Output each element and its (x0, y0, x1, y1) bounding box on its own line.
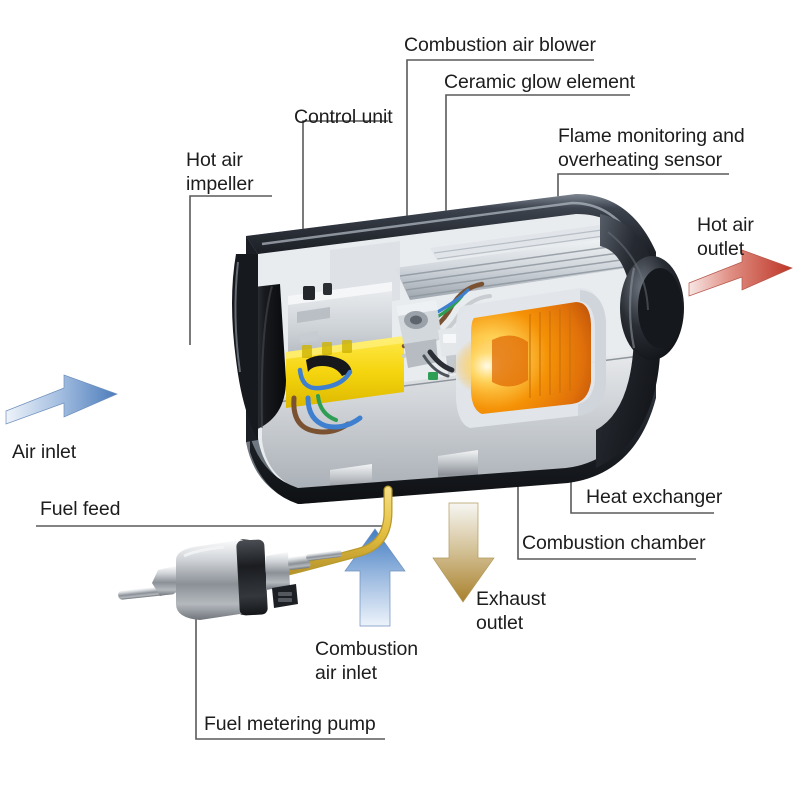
label-flame-sensor-line1: Flame monitoring and (558, 125, 745, 147)
label-exhaust-outlet-line1: Exhaust (476, 588, 546, 610)
label-exhaust-outlet-line2: outlet (476, 612, 524, 634)
label-heat-exchanger: Heat exchanger (586, 486, 723, 508)
label-combustion-chamber: Combustion chamber (522, 532, 706, 554)
label-hot-air-impeller-line1: Hot air (186, 149, 243, 171)
combustion-air-blower-component (396, 300, 442, 368)
label-ceramic-glow-element: Ceramic glow element (444, 71, 635, 93)
hot-air-outlet-arrow (688, 249, 793, 297)
leader-fuel-metering-pump (195, 572, 385, 740)
combustion-chamber-component (453, 288, 606, 428)
hot-air-impeller-component (250, 284, 286, 444)
label-hot-air-outlet-line2: outlet (697, 238, 745, 260)
exhaust-outlet-arrow (432, 502, 495, 603)
fuel-line (263, 485, 393, 581)
label-fuel-feed: Fuel feed (40, 498, 121, 520)
fuel-metering-pump-component (118, 539, 343, 620)
label-air-inlet: Air inlet (12, 441, 77, 463)
label-hot-air-impeller-line2: impeller (186, 173, 254, 195)
label-fuel-metering-pump: Fuel metering pump (204, 713, 376, 735)
label-combustion-air-inlet-line2: air inlet (315, 662, 377, 684)
heater-main-body (232, 194, 684, 504)
connector-block-component (286, 336, 404, 408)
label-flame-sensor-line2: overheating sensor (558, 149, 723, 171)
label-combustion-air-blower: Combustion air blower (404, 34, 596, 56)
label-combustion-air-inlet-line1: Combustion (315, 638, 419, 660)
leader-hot-air-impeller (189, 195, 272, 345)
heat-exchanger-fins (395, 225, 628, 300)
air-inlet-arrow (5, 374, 118, 425)
label-hot-air-outlet-line1: Hot air (697, 214, 754, 236)
label-control-unit: Control unit (294, 106, 393, 128)
